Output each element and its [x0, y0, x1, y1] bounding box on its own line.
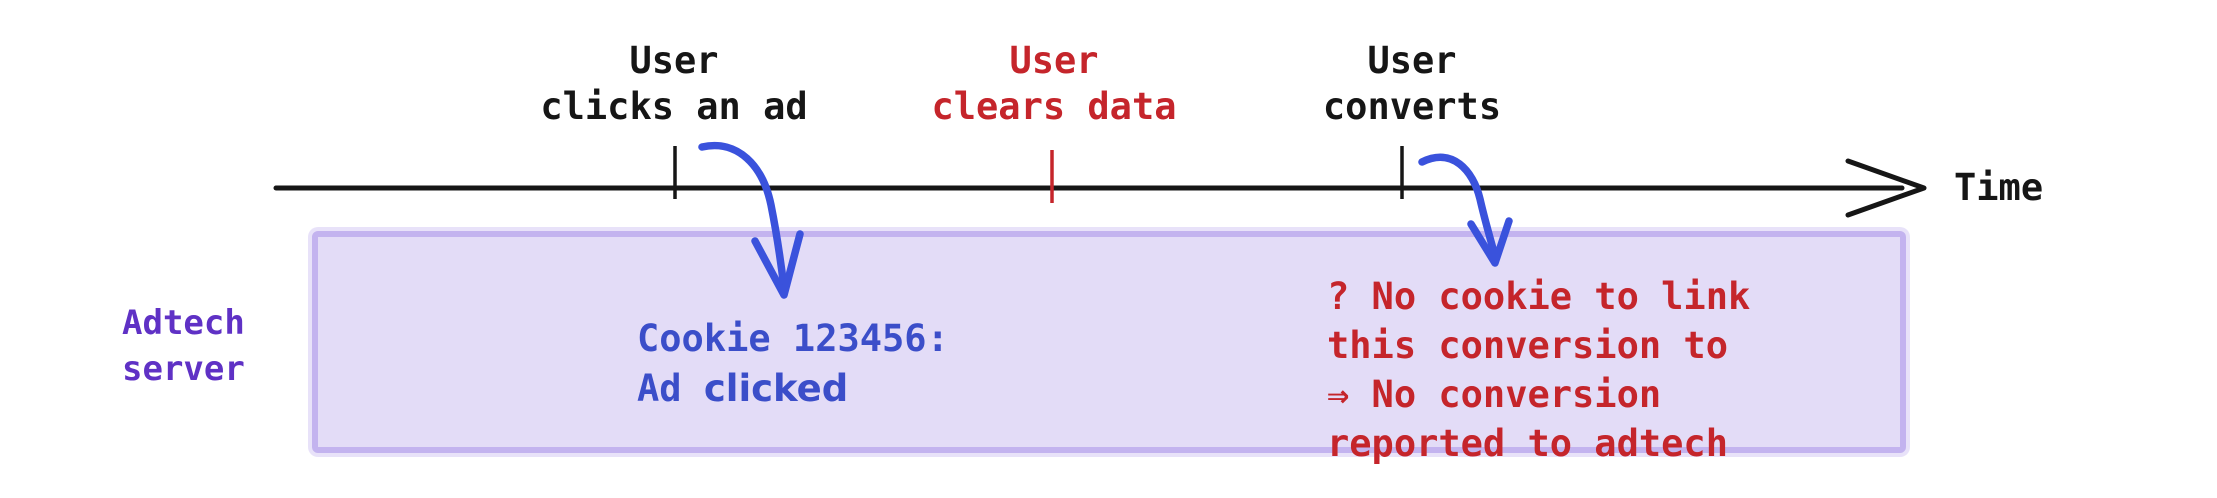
- event-label-clears-data: User clears data: [931, 38, 1176, 130]
- adtech-server-label-line: server: [122, 349, 245, 389]
- conversion-lost-line: this conversion to: [1327, 324, 1728, 367]
- curved-arrow-convert-to-server-icon: [1418, 153, 1513, 267]
- curved-arrow-click-to-server-icon: [698, 141, 804, 299]
- time-axis-arrowhead-icon: [1845, 158, 1927, 218]
- event-label-line: clears data: [931, 85, 1177, 128]
- cookie-note-line2-emphasis: clicked: [703, 367, 849, 410]
- adtech-server-label: Adtech server: [122, 300, 245, 392]
- event-label-line: User: [1367, 39, 1457, 82]
- adtech-server-label-line: Adtech: [122, 303, 245, 343]
- event-label-line: clicks an ad: [540, 85, 808, 128]
- event-label-line: User: [1009, 39, 1099, 82]
- conversion-lost-line: ? No cookie to link: [1327, 275, 1751, 318]
- conversion-lost-note: ? No cookie to link this conversion to ⇒…: [1327, 272, 1750, 468]
- cookie-note-line2-prefix: Ad: [637, 367, 704, 410]
- conversion-lost-line: ⇒ No conversion: [1327, 373, 1662, 416]
- event-label-converts: User converts: [1323, 38, 1501, 130]
- time-axis-label: Time: [1954, 166, 2044, 209]
- event-label-line: User: [629, 39, 719, 82]
- cookie-note-line1: Cookie 123456:: [637, 317, 949, 360]
- cookie-logged-note: Cookie 123456: Ad clicked: [637, 314, 949, 414]
- cookie-note-line2: Ad clicked: [637, 364, 949, 414]
- event-label-clicks-ad: User clicks an ad: [540, 38, 807, 130]
- conversion-lost-line: reported to adtech: [1327, 422, 1728, 465]
- event-label-line: converts: [1322, 85, 1502, 128]
- adtech-server-box: [312, 231, 1906, 453]
